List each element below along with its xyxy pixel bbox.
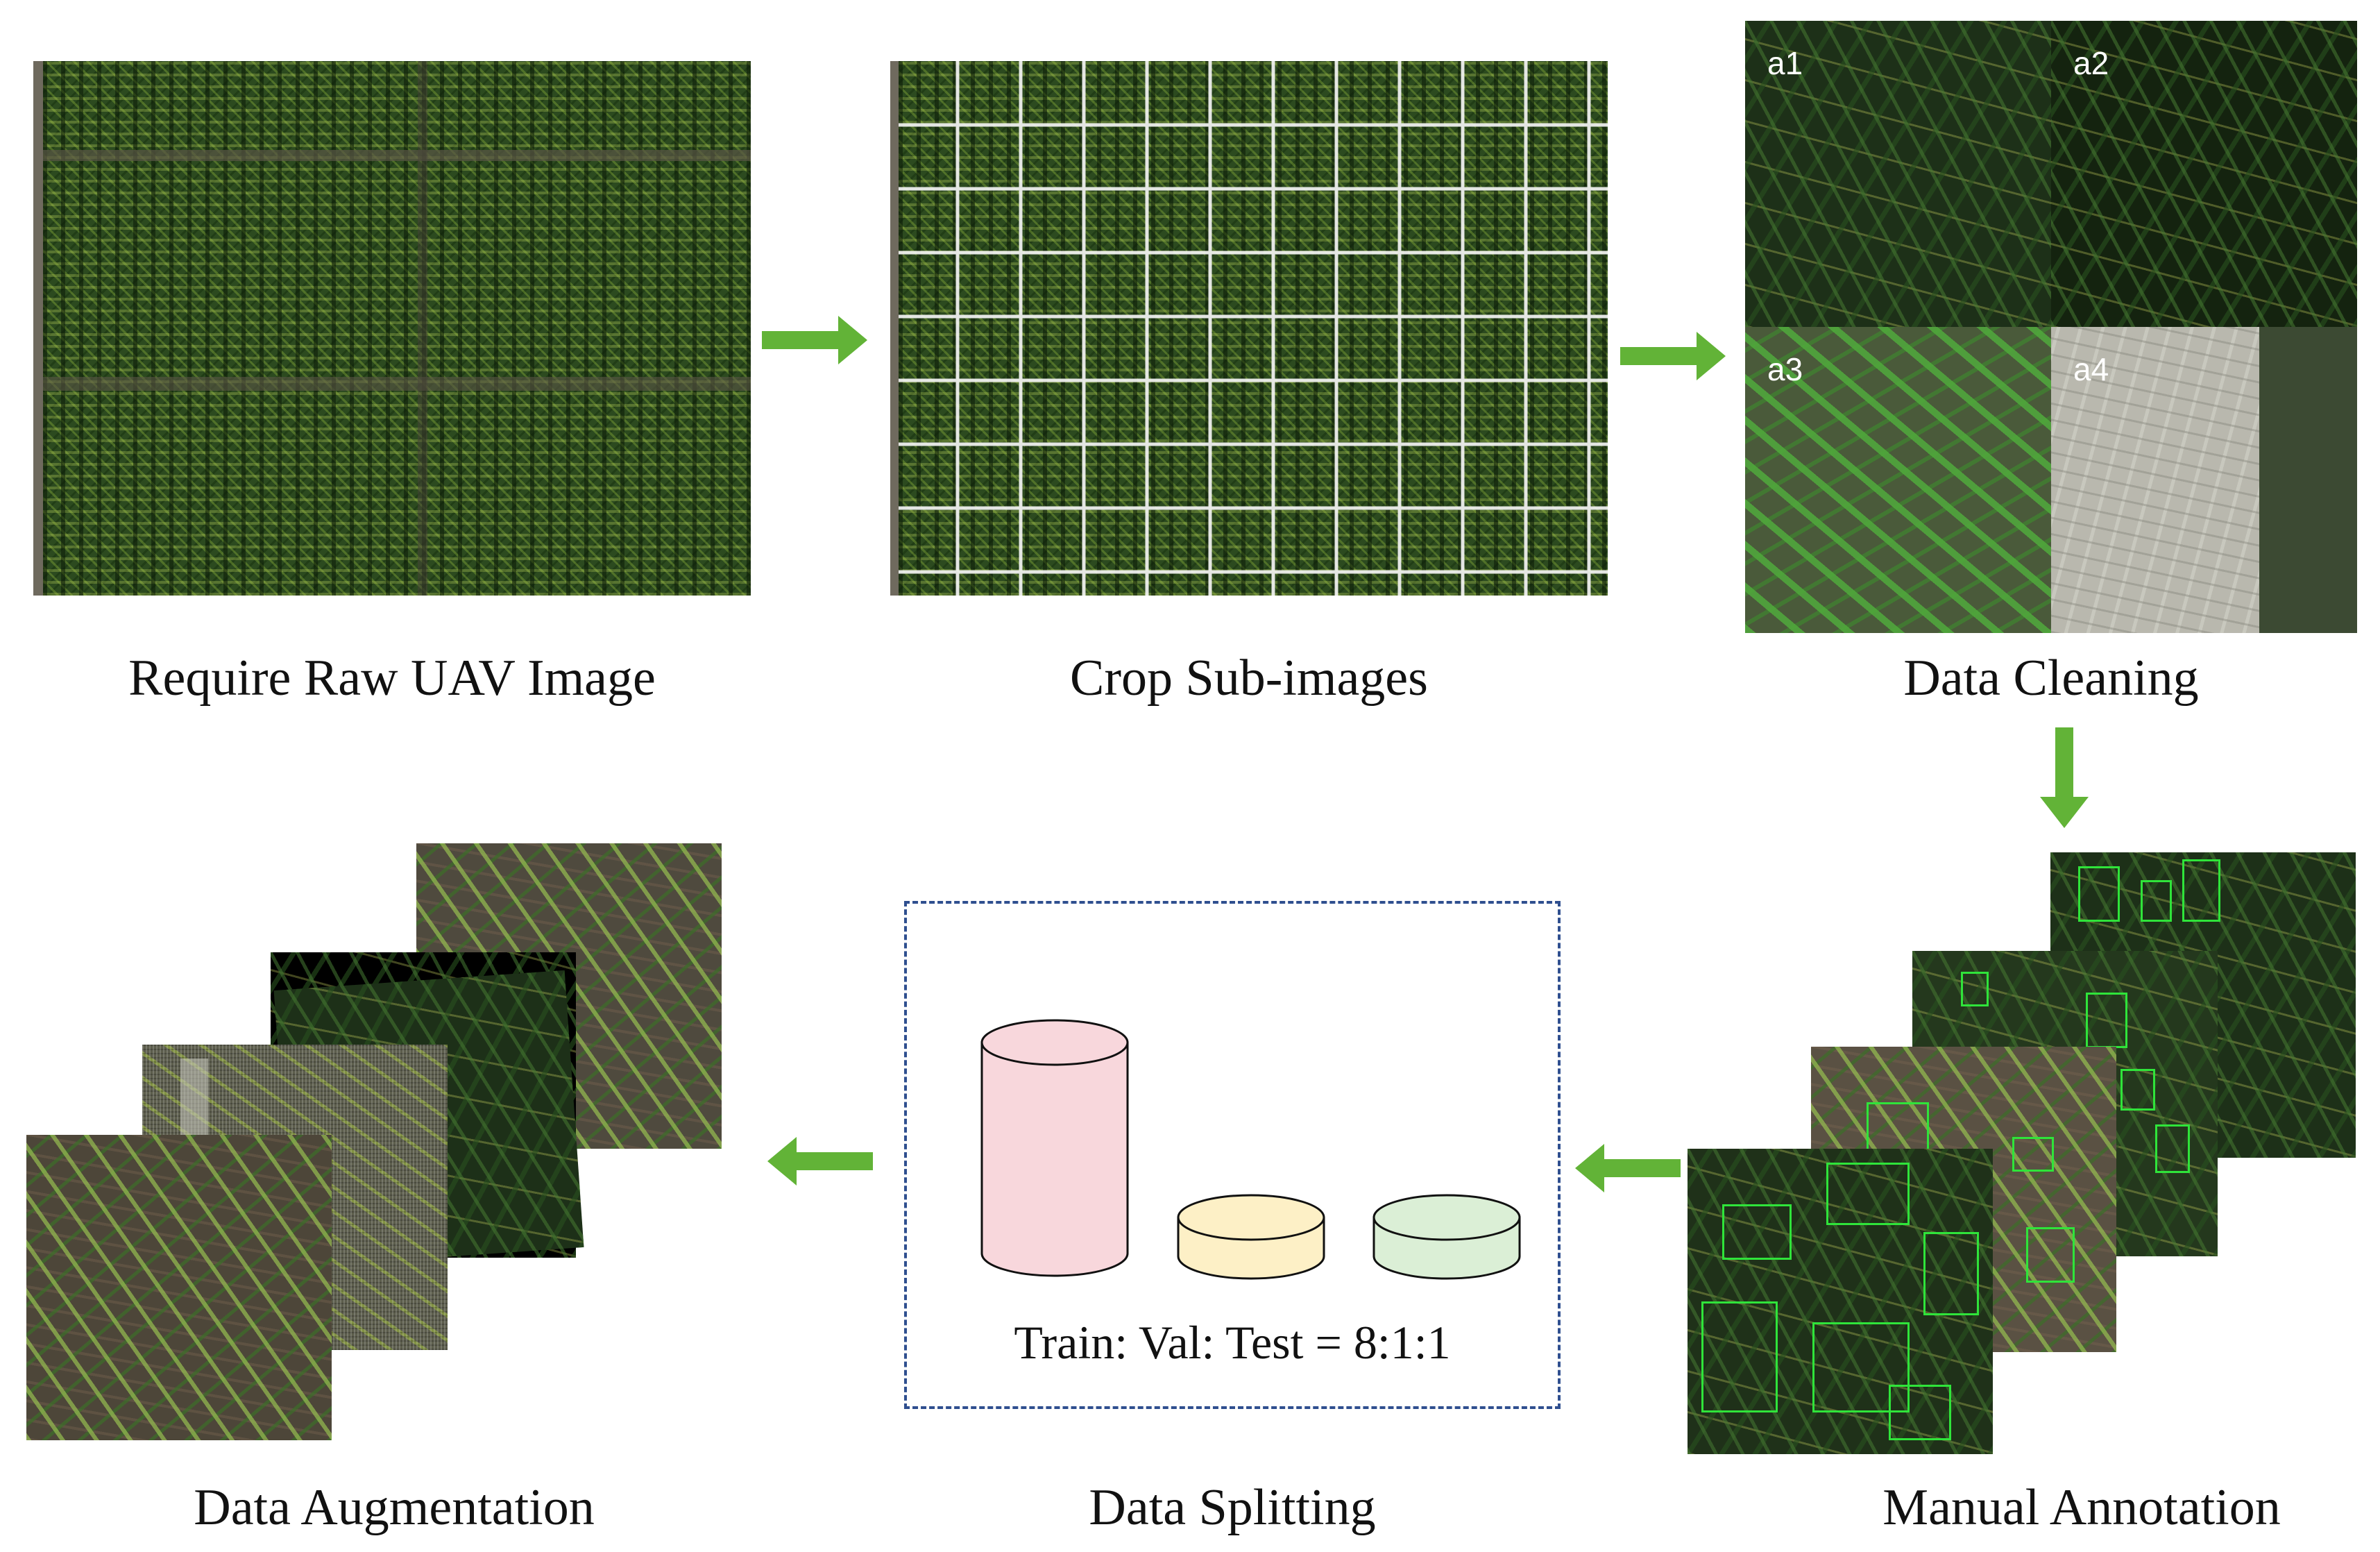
- field-path-horizontal: [43, 150, 751, 161]
- arrow-right-icon: [1620, 332, 1726, 380]
- data-splitting-panel: Train: Val: Test = 8:1:1: [904, 901, 1561, 1409]
- field-path-vertical: [418, 61, 427, 596]
- annotated-image-front: [1688, 1149, 1993, 1454]
- step-label-cleaning: Data Cleaning: [1903, 650, 2199, 707]
- quadrant-label: a4: [2073, 351, 2109, 387]
- step-label-augmentation: Data Augmentation: [194, 1479, 595, 1536]
- test-cylinder: [1372, 1194, 1521, 1280]
- cleaning-sample-a4: a4: [2051, 327, 2357, 633]
- noise-highlight: [180, 1058, 208, 1142]
- cleaning-grid: a1 a2 a3 a4: [1745, 21, 2357, 633]
- arrow-left-icon: [767, 1137, 873, 1186]
- step-label-annotation: Manual Annotation: [1882, 1479, 2281, 1536]
- dataset-cylinders: [980, 1019, 1521, 1280]
- step-label-crop: Crop Sub-images: [1070, 650, 1428, 707]
- step-label-splitting: Data Splitting: [1089, 1479, 1376, 1536]
- field-path-horizontal: [43, 377, 751, 391]
- train-cylinder: [980, 1019, 1129, 1277]
- quadrant-label: a3: [1767, 351, 1803, 387]
- cropped-grid-image: [890, 61, 1608, 596]
- augmented-image-front: [26, 1135, 332, 1440]
- quadrant-label: a2: [2073, 45, 2109, 81]
- field-strip: [2259, 327, 2357, 633]
- raw-uav-image: [33, 61, 751, 596]
- crop-grid-overlay: [899, 61, 1608, 596]
- arrow-down-icon: [2040, 727, 2089, 828]
- cleaning-sample-a3: a3: [1745, 327, 2051, 633]
- cleaning-sample-a2: a2: [2051, 21, 2357, 327]
- split-ratio-text: Train: Val: Test = 8:1:1: [1014, 1316, 1451, 1369]
- step-label-raw: Require Raw UAV Image: [128, 650, 656, 707]
- arrow-left-icon: [1575, 1144, 1681, 1192]
- cleaning-sample-a1: a1: [1745, 21, 2051, 327]
- arrow-right-icon: [762, 316, 867, 364]
- val-cylinder: [1177, 1194, 1325, 1280]
- quadrant-label: a1: [1767, 45, 1803, 81]
